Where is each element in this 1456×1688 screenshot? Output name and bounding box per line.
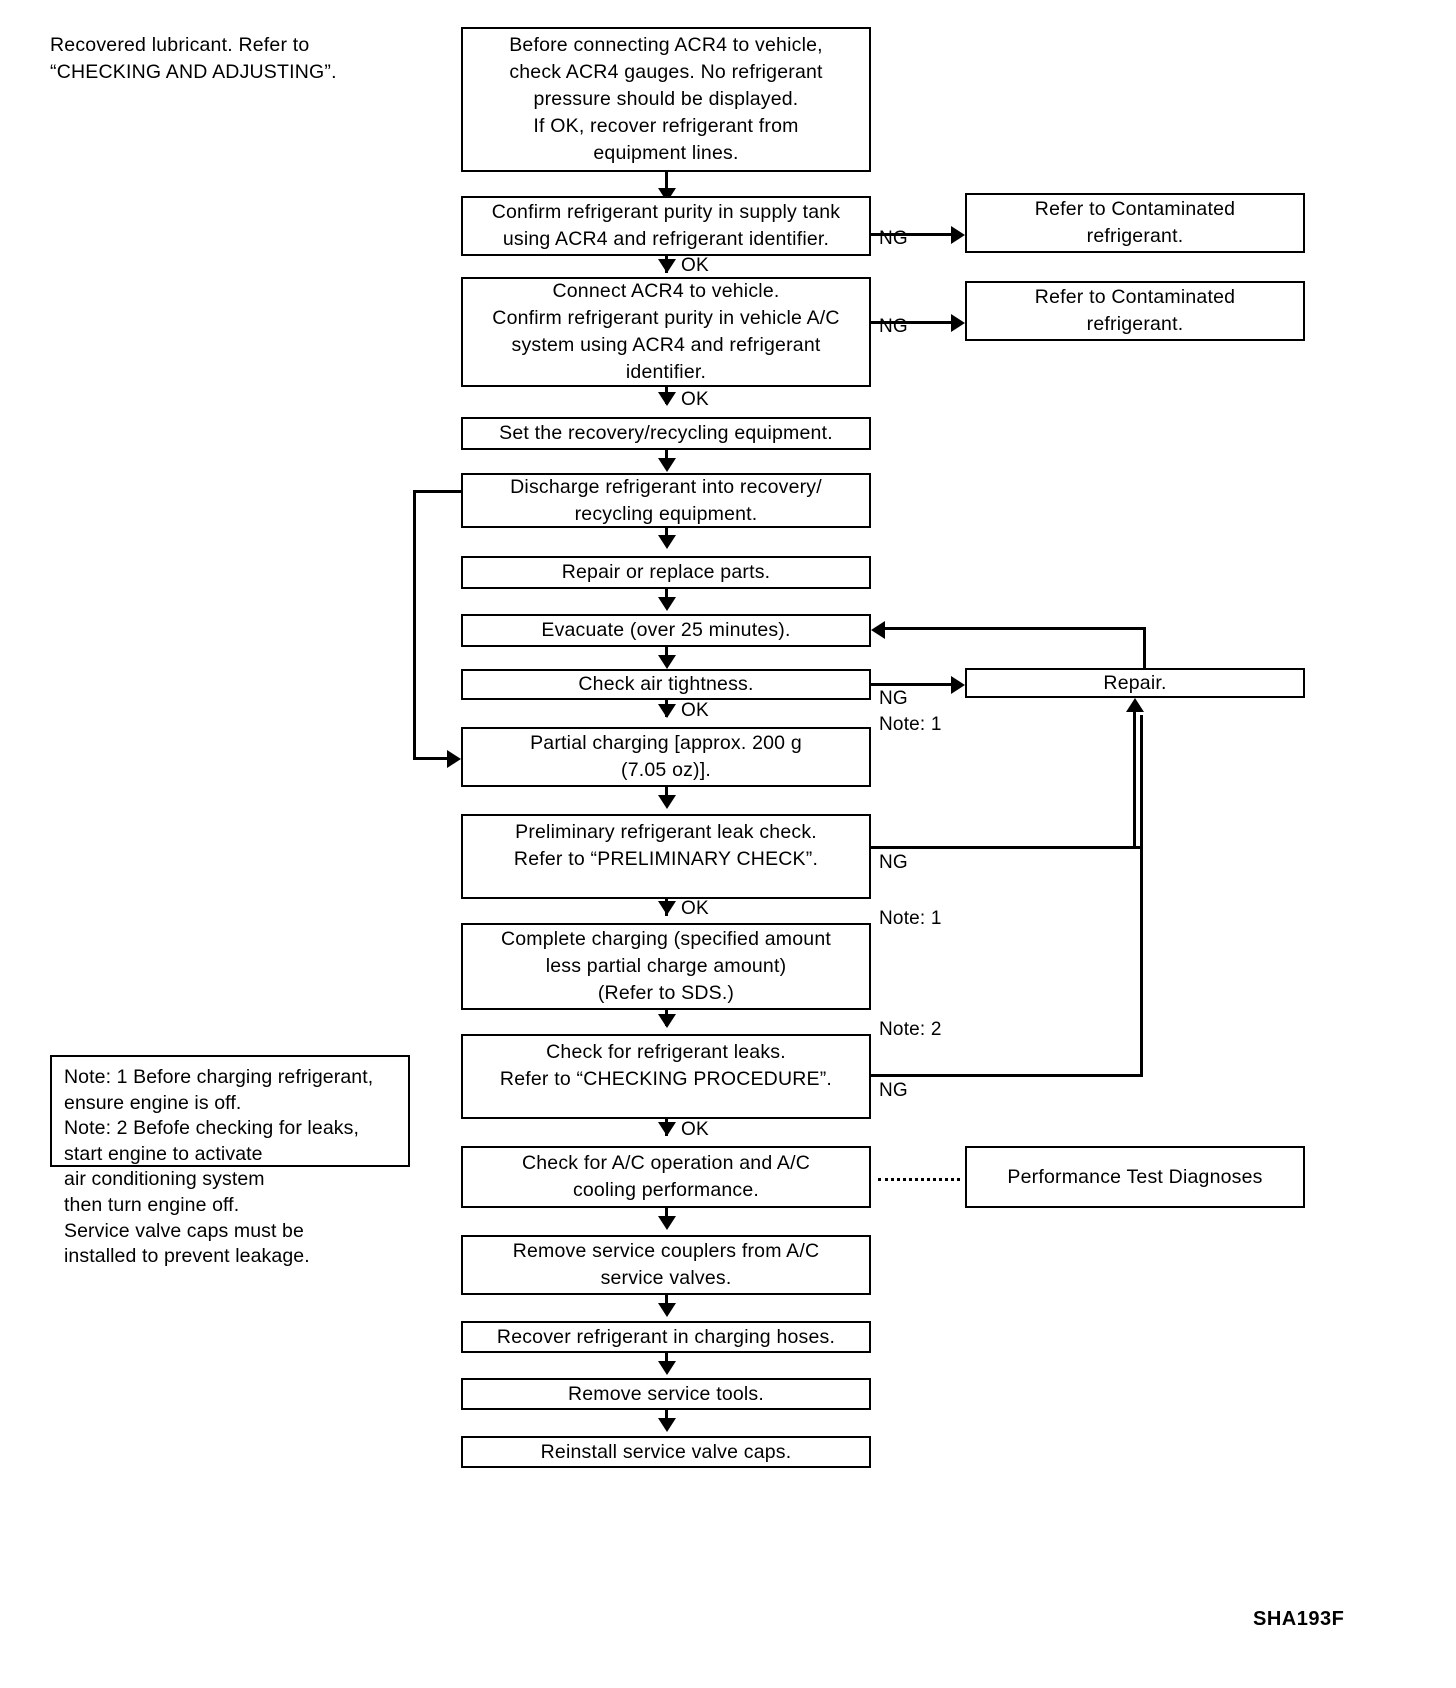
arrow-down-icon <box>658 1361 676 1375</box>
edge-label-ng-1: NG <box>879 228 908 249</box>
edge-label-ok-3: OK <box>681 700 709 721</box>
arrow-down-icon <box>658 901 676 915</box>
edge-label-ng-5: NG <box>879 1080 908 1101</box>
node-check-leaks-label: Check for refrigerant leaks. Refer to “C… <box>499 1040 833 1090</box>
arrow-up-icon <box>1126 698 1144 712</box>
node-remove-tools-label: Remove service tools. <box>567 1382 765 1405</box>
connector-line <box>413 490 416 757</box>
arrow-down-icon <box>658 259 676 273</box>
arrow-down-icon <box>658 655 676 669</box>
node-check-leaks: Check for refrigerant leaks. Refer to “C… <box>461 1034 871 1119</box>
node-check-air-tightness: Check air tightness. <box>461 669 871 700</box>
arrow-down-icon <box>658 704 676 718</box>
edge-label-ok-1: OK <box>681 255 709 276</box>
node-performance-test-diagnoses: Performance Test Diagnoses <box>965 1146 1305 1208</box>
connector-line <box>884 627 1146 630</box>
edge-label-note-ref-3: Note: 2 <box>879 1019 942 1040</box>
dotted-connector <box>878 1178 960 1181</box>
connector-line <box>413 490 463 493</box>
node-check-gauges-label: Before connecting ACR4 to vehicle, check… <box>509 34 823 164</box>
arrow-down-icon <box>658 597 676 611</box>
node-confirm-supply-tank: Confirm refrigerant purity in supply tan… <box>461 196 871 256</box>
connector-line <box>871 1074 1143 1077</box>
arrow-down-icon <box>658 535 676 549</box>
node-discharge: Discharge refrigerant into recovery/ rec… <box>461 473 871 528</box>
connector-line <box>871 683 957 686</box>
node-recover-hoses: Recover refrigerant in charging hoses. <box>461 1321 871 1353</box>
arrow-right-icon <box>951 226 965 244</box>
node-reinstall-caps: Reinstall service valve caps. <box>461 1436 871 1468</box>
node-set-equipment-label: Set the recovery/recycling equipment. <box>499 422 833 444</box>
node-remove-couplers: Remove service couplers from A/C service… <box>461 1235 871 1295</box>
node-partial-charging: Partial charging [approx. 200 g (7.05 oz… <box>461 727 871 787</box>
edge-label-ok-2: OK <box>681 389 709 410</box>
node-evacuate: Evacuate (over 25 minutes). <box>461 614 871 647</box>
node-check-ac-operation: Check for A/C operation and A/C cooling … <box>461 1146 871 1208</box>
node-preliminary-leak-check: Preliminary refrigerant leak check. Refe… <box>461 814 871 899</box>
node-performance-test-diagnoses-label: Performance Test Diagnoses <box>1007 1165 1263 1188</box>
node-discharge-label: Discharge refrigerant into recovery/ rec… <box>510 475 822 525</box>
node-contaminated-refrigerant-1: Refer to Contaminated refrigerant. <box>965 193 1305 253</box>
edge-label-ng-3: NG <box>879 688 908 709</box>
connector-line <box>1143 627 1146 670</box>
edge-label-note-ref-2: Note: 1 <box>879 908 942 929</box>
node-repair-label: Repair. <box>1103 671 1167 694</box>
edge-label-ok-4: OK <box>681 898 709 919</box>
arrow-down-icon <box>658 1303 676 1317</box>
arrow-right-icon <box>447 750 461 768</box>
node-complete-charging-label: Complete charging (specified amount less… <box>500 928 831 1004</box>
node-check-gauges: Before connecting ACR4 to vehicle, check… <box>461 27 871 172</box>
node-complete-charging: Complete charging (specified amount less… <box>461 923 871 1010</box>
arrow-down-icon <box>658 392 676 406</box>
node-remove-couplers-label: Remove service couplers from A/C service… <box>512 1240 820 1289</box>
edge-label-ng-4: NG <box>879 852 908 873</box>
node-recover-hoses-label: Recover refrigerant in charging hoses. <box>496 1325 836 1348</box>
arrow-down-icon <box>658 458 676 472</box>
recovered-lubricant-note: Recovered lubricant. Refer to “CHECKING … <box>50 34 337 83</box>
node-contaminated-refrigerant-1-label: Refer to Contaminated refrigerant. <box>1034 198 1236 247</box>
node-preliminary-leak-check-label: Preliminary refrigerant leak check. Refe… <box>513 820 819 870</box>
node-connect-acr4: Connect ACR4 to vehicle. Confirm refrige… <box>461 277 871 387</box>
connector-line <box>871 233 957 236</box>
arrow-left-icon <box>871 621 885 639</box>
connector-line <box>871 846 1143 849</box>
connector-line <box>871 321 957 324</box>
arrow-down-icon <box>658 1014 676 1028</box>
edge-label-ok-5: OK <box>681 1119 709 1140</box>
arrow-down-icon <box>658 1122 676 1136</box>
connector-line <box>413 757 449 760</box>
edge-label-note-ref-1: Note: 1 <box>879 714 942 735</box>
node-remove-tools: Remove service tools. <box>461 1378 871 1410</box>
node-confirm-supply-tank-label: Confirm refrigerant purity in supply tan… <box>491 201 841 250</box>
node-contaminated-refrigerant-2: Refer to Contaminated refrigerant. <box>965 281 1305 341</box>
connector-line <box>1140 715 1143 1075</box>
node-check-air-tightness-label: Check air tightness. <box>578 673 754 695</box>
node-evacuate-label: Evacuate (over 25 minutes). <box>541 619 791 641</box>
node-repair-replace-parts: Repair or replace parts. <box>461 556 871 589</box>
node-reinstall-caps-label: Reinstall service valve caps. <box>540 1440 792 1463</box>
connector-line <box>1133 712 1136 848</box>
notes-box: Note: 1 Before charging refrigerant, ens… <box>50 1055 410 1267</box>
arrow-down-icon <box>658 1418 676 1432</box>
node-connect-acr4-label: Connect ACR4 to vehicle. Confirm refrige… <box>492 280 840 383</box>
arrow-down-icon <box>658 1216 676 1230</box>
connector-line <box>665 172 668 192</box>
node-partial-charging-label: Partial charging [approx. 200 g (7.05 oz… <box>530 732 802 781</box>
arrow-down-icon <box>658 795 676 809</box>
node-set-equipment: Set the recovery/recycling equipment. <box>461 417 871 450</box>
arrow-right-icon <box>951 676 965 694</box>
node-repair: Repair. <box>965 668 1305 698</box>
arrow-right-icon <box>951 314 965 332</box>
node-repair-replace-parts-label: Repair or replace parts. <box>561 561 771 583</box>
node-check-ac-operation-label: Check for A/C operation and A/C cooling … <box>521 1152 811 1201</box>
edge-label-ng-2: NG <box>879 316 908 337</box>
figure-code: SHA193F <box>1253 1608 1345 1630</box>
node-contaminated-refrigerant-2-label: Refer to Contaminated refrigerant. <box>1034 286 1236 335</box>
